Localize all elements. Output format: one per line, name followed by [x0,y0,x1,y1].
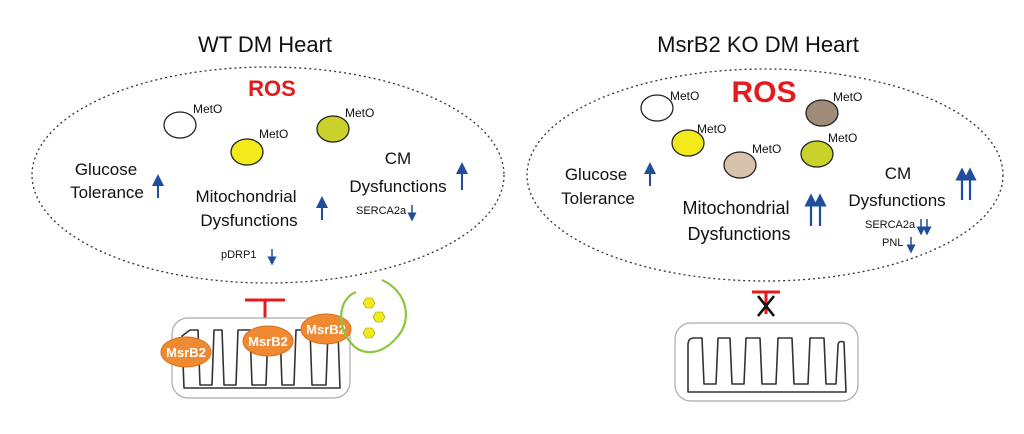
right-title: MsrB2 KO DM Heart [657,32,859,57]
right-meto-label-5: MetO [828,131,857,145]
left-msrb2-enzyme-1 [160,336,212,368]
right-meto-circle-white [640,94,674,122]
left-msrb2-label-1: MsrB2 [166,345,206,360]
right-blocked-inhibition-icon [752,290,780,317]
left-meto-circle-olive [316,115,350,143]
left-msrb2-label-2: MsrB2 [248,334,288,349]
right-mitochondrion-cristae [687,337,847,393]
left-glucose-label-2: Tolerance [70,183,144,202]
left-meto-circle-white [163,111,197,139]
right-meto-label-3: MetO [752,142,781,156]
right-mitochondrion-membrane [674,322,859,402]
right-meto-label-2: MetO [697,122,726,136]
left-mito-label-1: Mitochondrial [195,187,296,206]
left-cytc-membrane [340,279,407,354]
left-cm-label-1: CM [385,149,411,168]
right-ros-label: ROS [731,76,796,109]
left-meto-label-1: MetO [193,102,222,116]
left-glucose-label-1: Glucose [75,160,137,179]
left-serca-label: SERCA2a [356,205,407,217]
left-msrb2-label-3: MsrB2 [306,322,346,337]
left-msrb2-enzyme-2 [242,325,294,357]
right-meto-label-1: MetO [670,89,699,103]
right-cm-label-1: CM [885,164,911,183]
right-mito-label-1: Mitochondrial [682,198,789,218]
right-pnl-label: PNL [882,237,903,249]
right-meto-circle-yellow [671,129,705,157]
left-title: WT DM Heart [198,32,332,57]
right-glucose-label-2: Tolerance [561,189,635,208]
right-meto-label-4: MetO [833,90,862,104]
left-ros-label: ROS [248,76,296,101]
left-pdrp1-label: pDRP1 [221,249,256,261]
left-cytc-icon [362,297,386,339]
left-cell-ellipse [31,66,505,284]
left-meto-circle-yellow [230,138,264,166]
right-glucose-label-1: Glucose [565,165,627,184]
left-msrb2-enzyme-3 [300,313,352,345]
right-mito-label-2: Dysfunctions [687,224,790,244]
right-cell-ellipse [526,68,1004,282]
right-serca-label: SERCA2a [865,219,916,231]
right-meto-circle-brown [805,99,839,127]
left-cm-label-2: Dysfunctions [349,177,446,196]
left-meto-label-2: MetO [259,127,288,141]
right-cm-label-2: Dysfunctions [848,191,945,210]
right-meto-circle-olive [800,140,834,168]
left-mito-label-2: Dysfunctions [200,211,297,230]
left-meto-label-3: MetO [345,106,374,120]
right-meto-circle-tan [723,151,757,179]
